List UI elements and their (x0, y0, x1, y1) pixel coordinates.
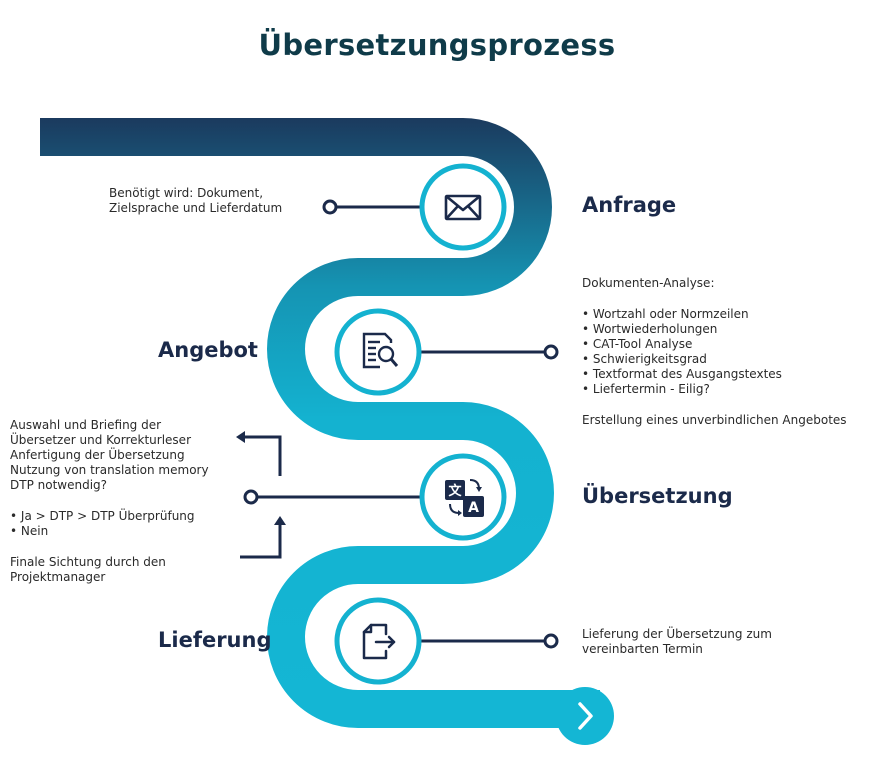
note-line: Benötigt wird: Dokument, (109, 186, 264, 200)
note-line: Nutzung von translation memory (10, 463, 209, 477)
arrow-down-up (240, 520, 282, 559)
note-intro: Dokumenten-Analyse: (582, 276, 715, 290)
note-footer: Erstellung eines unverbindlichen Angebot… (582, 413, 847, 427)
endpoint-lieferung (543, 633, 559, 649)
note-line: Finale Sichtung durch den (10, 555, 166, 569)
translate-icon: 文 A (445, 479, 484, 517)
note-bullet: Wortwiederholungen (582, 322, 847, 337)
note-bullet: CAT-Tool Analyse (582, 337, 847, 352)
endpoint-uebersetzung (243, 489, 259, 505)
note-line: Zielsprache und Lieferdatum (109, 201, 283, 215)
note-bullet: Nein (10, 524, 209, 539)
note-line: vereinbarten Termin (582, 642, 703, 656)
note-uebersetzung: Auswahl und Briefing der Übersetzer und … (10, 418, 209, 585)
endpoint-anfrage (322, 199, 338, 215)
note-line: Auswahl und Briefing der (10, 418, 162, 432)
note-lieferung: Lieferung der Übersetzung zum vereinbart… (582, 627, 772, 657)
process-path (40, 118, 600, 728)
note-line: DTP notwendig? (10, 478, 108, 492)
icon-circle-anfrage (419, 163, 507, 251)
stage-label-anfrage: Anfrage (582, 193, 677, 217)
file-export-icon (362, 623, 396, 660)
note-line: Lieferung der Übersetzung zum (582, 627, 772, 641)
svg-text:文: 文 (448, 483, 462, 499)
document-search-icon (362, 332, 399, 369)
note-anfrage: Benötigt wird: Dokument, Zielsprache und… (109, 186, 282, 216)
stage-label-lieferung: Lieferung (158, 628, 272, 652)
icon-circle-angebot (334, 308, 422, 396)
note-bullet: Ja > DTP > DTP Überprüfung (10, 509, 209, 524)
note-bullet: Wortzahl oder Normzeilen (582, 307, 847, 322)
note-line: Anfertigung der Übersetzung (10, 448, 185, 462)
note-bullet: Textformat des Ausgangstextes (582, 367, 847, 382)
stage-label-uebersetzung: Übersetzung (582, 484, 733, 508)
note-line: Übersetzer und Korrekturleser (10, 433, 191, 447)
arrowhead-left (236, 431, 245, 443)
stage-label-angebot: Angebot (158, 338, 258, 362)
svg-text:A: A (468, 500, 479, 516)
end-circle (556, 687, 614, 745)
chevron-right-icon (578, 702, 593, 730)
arrowhead-up (274, 516, 286, 525)
note-line: Projektmanager (10, 570, 106, 584)
endpoint-angebot (543, 344, 559, 360)
arrow-up-left (240, 435, 282, 476)
note-angebot: Dokumenten-Analyse: Wortzahl oder Normze… (582, 276, 847, 428)
page-title: Übersetzungsprozess (258, 28, 616, 62)
note-bullet: Liefertermin - Eilig? (582, 382, 847, 397)
envelope-icon (444, 194, 482, 221)
note-bullet: Schwierigkeitsgrad (582, 352, 847, 367)
